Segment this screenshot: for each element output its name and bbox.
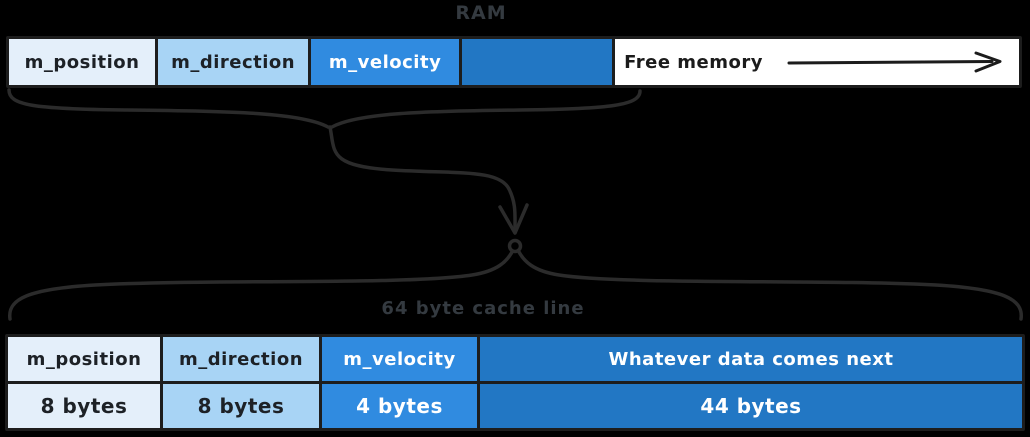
cache-cell-label: m_position (26, 348, 142, 370)
cache-table-size-row: 8 bytes 8 bytes 4 bytes 44 bytes (8, 384, 1022, 428)
cache-size-m-position: 8 bytes (8, 384, 160, 428)
ram-segment-m-velocity: m_velocity (308, 39, 460, 85)
ram-title: RAM (455, 2, 507, 24)
cache-table-name-row: m_position m_direction m_velocity Whatev… (8, 337, 1022, 384)
cache-size-m-direction: 8 bytes (160, 384, 319, 428)
ram-segment-free-memory: Free memory (612, 39, 1019, 85)
cache-line-table: m_position m_direction m_velocity Whatev… (5, 334, 1025, 431)
ram-segment-unlabeled (459, 39, 613, 85)
ram-segment-label: m_direction (171, 51, 296, 73)
curly-brace-top-icon (7, 88, 642, 129)
cache-size-label: 8 bytes (40, 394, 128, 418)
cache-cell-m-velocity: m_velocity (319, 337, 477, 381)
ram-segment-m-direction: m_direction (155, 39, 309, 85)
brace-knob-icon (507, 238, 523, 254)
cache-cell-label: Whatever data comes next (608, 348, 894, 370)
ram-segment-label: m_position (24, 51, 140, 73)
cache-cell-label: m_velocity (343, 348, 456, 370)
free-memory-label: Free memory (624, 51, 763, 73)
cache-size-label: 44 bytes (700, 394, 802, 418)
cache-size-m-velocity: 4 bytes (319, 384, 477, 428)
cache-cell-m-direction: m_direction (160, 337, 319, 381)
down-arrow-icon (328, 125, 529, 235)
ram-segment-label: m_velocity (328, 51, 442, 73)
cache-size-label: 4 bytes (356, 394, 443, 418)
cache-size-whatever-data: 44 bytes (477, 384, 1022, 428)
ram-bar: m_position m_direction m_velocity Free m… (6, 36, 1022, 88)
cache-cell-whatever-data: Whatever data comes next (477, 337, 1022, 381)
ram-segment-m-position: m_position (9, 39, 156, 85)
cache-cell-m-position: m_position (8, 337, 160, 381)
cache-cell-label: m_direction (178, 348, 304, 370)
cache-size-label: 8 bytes (197, 394, 285, 418)
right-arrow-icon (787, 51, 1002, 73)
cache-line-title: 64 byte cache line (381, 298, 585, 319)
